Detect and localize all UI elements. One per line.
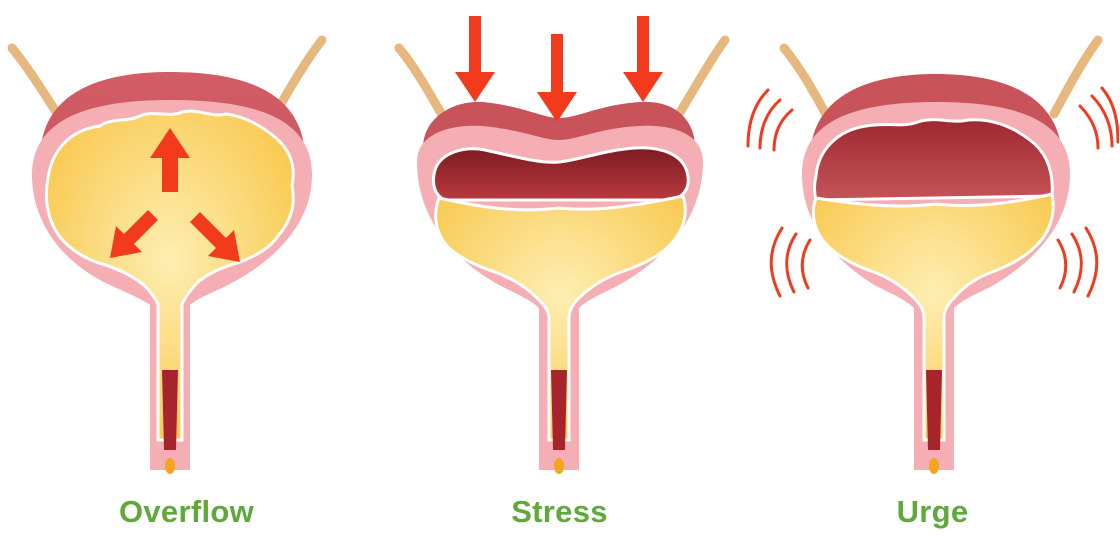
- vibration-top-right-2: [1092, 96, 1112, 146]
- vibration-top-left-1: [774, 110, 792, 150]
- pressure-arrow-right: [623, 16, 663, 102]
- pressure-arrow-left: [455, 16, 495, 102]
- vibration-bottom-left-2: [787, 234, 796, 292]
- vibration-bottom-right-1: [1058, 240, 1066, 288]
- urge-label: Urge: [746, 494, 1119, 530]
- stress-panel: Stress: [373, 0, 746, 536]
- overflow-bladder-illustration: [0, 0, 373, 490]
- urine-drip: [929, 458, 939, 474]
- left-ureter: [12, 48, 60, 118]
- urethra-channel: [551, 370, 567, 450]
- stress-label: Stress: [373, 494, 746, 530]
- vibration-bottom-right-2: [1072, 234, 1081, 292]
- urethra-channel: [926, 370, 942, 450]
- bladder-empty-cavity: [815, 120, 1053, 200]
- left-ureter: [399, 48, 445, 120]
- urge-panel: Urge: [746, 0, 1119, 536]
- stress-bladder-illustration: [373, 0, 746, 490]
- right-ureter: [679, 40, 725, 114]
- vibration-top-left-2: [760, 100, 780, 148]
- urethra-channel: [162, 370, 178, 450]
- pressure-arrow-center: [537, 34, 577, 122]
- vibration-bottom-left-1: [802, 240, 810, 288]
- left-ureter: [784, 48, 828, 118]
- vibration-bottom-left-3: [771, 228, 782, 296]
- right-ureter: [1054, 40, 1098, 114]
- vibration-top-right-1: [1080, 106, 1098, 148]
- urine-drip: [165, 458, 175, 474]
- urine-drip: [554, 458, 564, 474]
- urge-bladder-illustration: [746, 0, 1119, 490]
- overflow-panel: Overflow: [0, 0, 373, 536]
- vibration-bottom-right-3: [1086, 228, 1097, 296]
- overflow-label: Overflow: [0, 494, 373, 530]
